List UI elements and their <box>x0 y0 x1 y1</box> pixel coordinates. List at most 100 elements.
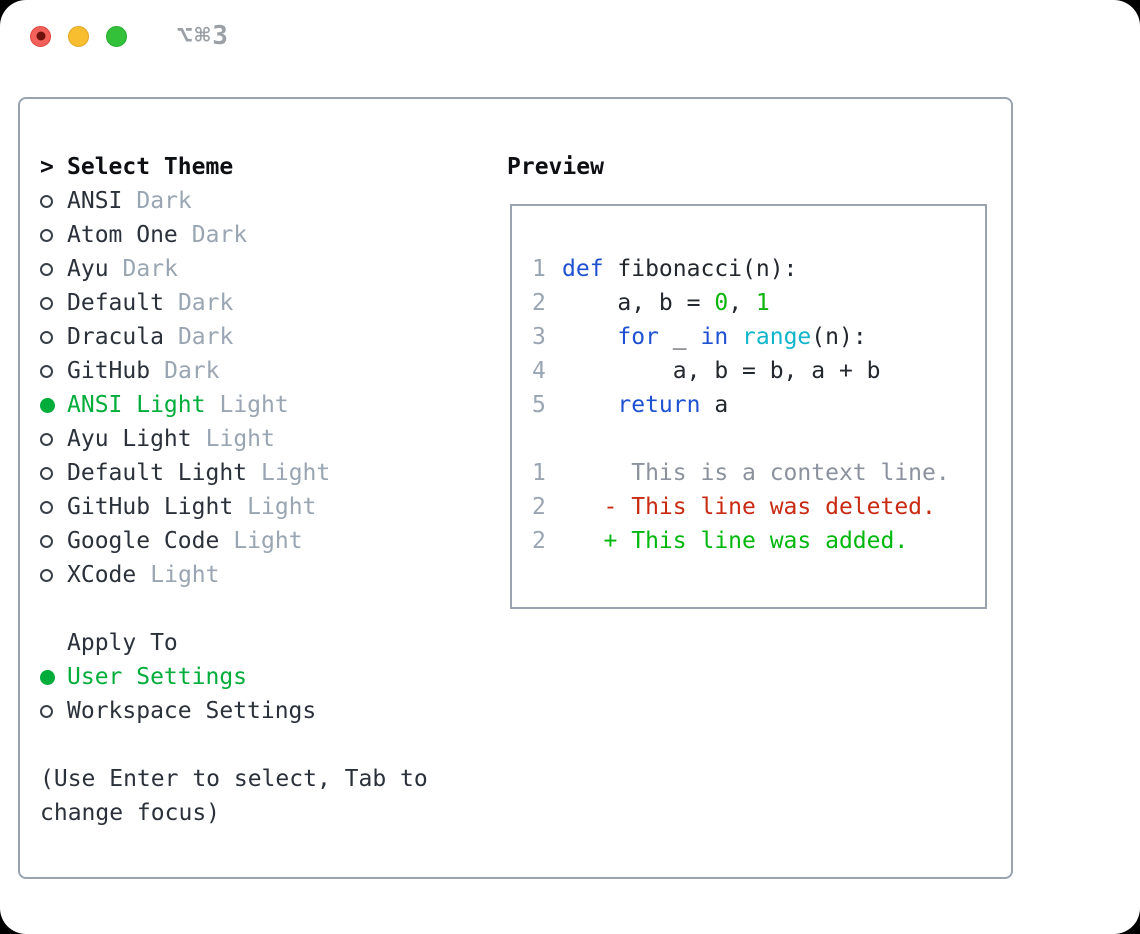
code-token: a, b = b, a + b <box>562 358 881 384</box>
theme-option[interactable]: XCode Light <box>40 558 490 592</box>
option-label: Google Code <box>67 528 220 554</box>
radio-icon <box>40 568 67 582</box>
preview-line: 1 This is a context line. <box>532 456 985 490</box>
radio-icon <box>40 194 67 208</box>
select-theme-title: Select Theme <box>67 154 234 180</box>
preview-line: 3 for _ in range(n): <box>532 320 985 354</box>
option-label: User Settings <box>67 664 248 690</box>
option-label: GitHub <box>67 358 151 384</box>
apply-to-title: Apply To <box>67 630 178 656</box>
option-variant-tag: Dark <box>191 222 248 248</box>
line-number: 2 <box>532 290 546 316</box>
theme-option[interactable]: GitHub Dark <box>40 354 490 388</box>
option-label: Default Light <box>67 460 248 486</box>
code-token <box>728 320 742 354</box>
diff-text: This is a context line. <box>562 460 950 486</box>
preview-line: 4 a, b = b, a + b <box>532 354 985 388</box>
code-token: , <box>728 290 756 316</box>
diff-text: - This line was deleted. <box>562 494 936 520</box>
radio-icon <box>40 228 67 242</box>
line-number: 4 <box>532 358 546 384</box>
help-text: (Use Enter to select, Tab to change focu… <box>40 766 428 826</box>
preview-line: 2 - This line was deleted. <box>532 490 985 524</box>
maximize-button[interactable] <box>106 25 127 47</box>
radio-icon <box>40 432 67 446</box>
preview-line: 2 a, b = 0, 1 <box>532 286 985 320</box>
code-token: _ <box>658 324 701 350</box>
select-theme-header: > Select Theme <box>40 150 490 184</box>
code-token: def <box>562 256 604 282</box>
code-token: in <box>700 324 729 350</box>
option-variant-tag: Dark <box>136 188 192 214</box>
option-label: XCode <box>67 562 137 588</box>
option-variant-tag: Dark <box>122 256 178 282</box>
apply-to-option[interactable]: Workspace Settings <box>40 694 490 728</box>
radio-icon <box>40 262 67 276</box>
option-label: Workspace Settings <box>67 698 317 724</box>
preview-line: 1 def fibonacci(n): <box>532 252 985 286</box>
option-variant-tag: Light <box>261 460 331 486</box>
titlebar: ⌥⌘3 <box>0 0 1140 72</box>
preview-title: Preview <box>507 154 604 180</box>
spacer <box>40 592 490 626</box>
minimize-button[interactable] <box>68 25 89 47</box>
option-label: Dracula <box>67 324 164 350</box>
option-variant-tag: Light <box>233 528 303 554</box>
radio-icon <box>40 330 67 344</box>
radio-icon <box>40 296 67 310</box>
theme-option[interactable]: Default Dark <box>40 286 490 320</box>
theme-option[interactable]: Atom One Dark <box>40 218 490 252</box>
code-token: 1 <box>755 290 770 316</box>
code-token: a <box>700 392 729 418</box>
option-variant-tag: Light <box>150 562 220 588</box>
option-label: Atom One <box>67 222 178 248</box>
line-number: 1 <box>532 256 546 282</box>
code-token: (n): <box>811 324 867 350</box>
diff-text: + This line was added. <box>562 528 909 554</box>
code-token: return <box>617 392 701 418</box>
window-title: ⌥⌘3 <box>177 21 230 51</box>
line-number: 5 <box>532 392 546 418</box>
option-label: Default <box>67 290 164 316</box>
option-variant-tag: Light <box>205 426 275 452</box>
close-button[interactable] <box>30 25 51 47</box>
line-number: 3 <box>532 324 546 350</box>
theme-option[interactable]: Default Light Light <box>40 456 490 490</box>
option-label: Ayu <box>67 256 109 282</box>
unsaved-indicator-dot <box>36 31 45 41</box>
radio-icon <box>40 364 67 378</box>
focus-caret: > <box>40 154 54 180</box>
radio-icon <box>40 500 67 514</box>
code-token <box>562 320 617 354</box>
theme-option[interactable]: Ayu Light Light <box>40 422 490 456</box>
line-number: 1 <box>532 460 546 486</box>
option-variant-tag: Light <box>219 392 289 418</box>
radio-icon <box>40 534 67 548</box>
apply-to-header: Apply To <box>40 626 490 660</box>
theme-option[interactable]: Google Code Light <box>40 524 490 558</box>
diff-preview: 1 This is a context line.2 - This line w… <box>532 456 985 558</box>
apply-to-option[interactable]: User Settings <box>40 660 490 694</box>
option-label: Ayu Light <box>67 426 192 452</box>
option-variant-tag: Dark <box>177 290 234 316</box>
option-label: GitHub Light <box>67 494 234 520</box>
radio-icon <box>40 466 67 480</box>
code-token: 0 <box>714 290 729 316</box>
preview-line: 5 return a <box>532 388 985 422</box>
radio-icon <box>40 397 67 413</box>
radio-icon <box>40 704 67 718</box>
code-token: fibonacci(n): <box>603 256 798 282</box>
theme-option[interactable]: Ayu Dark <box>40 252 490 286</box>
option-variant-tag: Dark <box>164 358 220 384</box>
